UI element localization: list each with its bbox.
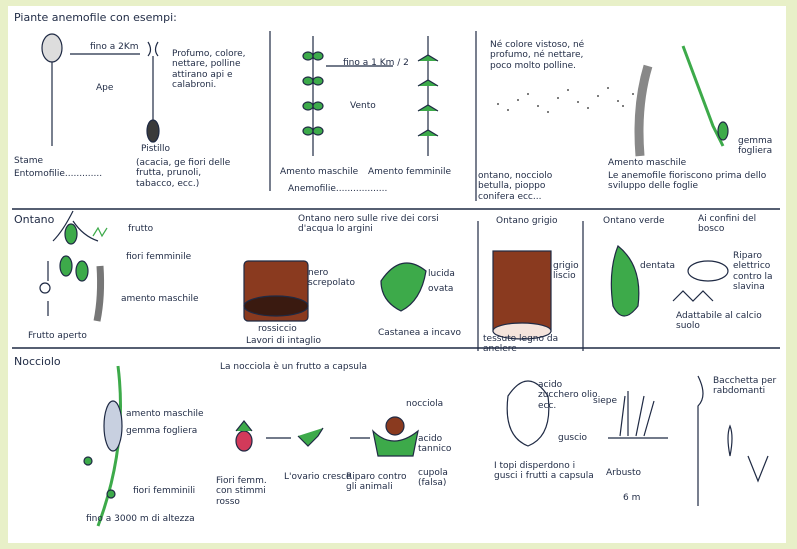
ovary-icon bbox=[298, 428, 323, 446]
attraction-note: Profumo, colore, nettare, polline attira… bbox=[172, 49, 262, 90]
illustrations bbox=[8, 6, 786, 543]
example-plants: (acacia, ge fiori delle frutta, prunoli,… bbox=[136, 158, 236, 189]
smooth-grey-label: grigio liscio bbox=[553, 261, 593, 282]
shrub-label: Arbusto bbox=[606, 468, 641, 478]
serrated-leaf-icon bbox=[611, 246, 639, 316]
hazel-branch-icon bbox=[84, 366, 122, 526]
black-alder-title: Ontano nero sulle rive dei corsi d'acqua… bbox=[298, 214, 448, 235]
tannic-label: acido tannico bbox=[418, 434, 463, 455]
male-catkin-label: Amento maschile bbox=[280, 167, 358, 177]
female-catkin-wind-icon bbox=[418, 36, 438, 156]
row1-title: Piante anemofile con esempi: bbox=[14, 12, 177, 25]
pistil-label: Pistillo bbox=[141, 144, 170, 154]
entomophily-label: Entomofilie............. bbox=[14, 169, 102, 179]
drawing-sheet: Piante anemofile con esempi: fino a 2Km … bbox=[8, 6, 786, 543]
anemophily-label: Anemofilie.................. bbox=[288, 184, 387, 194]
glossy-label: lucida bbox=[428, 269, 455, 279]
chestnut-shape-label: Castanea a incavo bbox=[378, 328, 461, 338]
female-flower-label: fiori femminile bbox=[126, 252, 191, 262]
boundary-label: Ai confini del bosco bbox=[698, 214, 778, 235]
alder-branch-icon bbox=[40, 211, 107, 321]
red-flower-icon bbox=[236, 421, 252, 451]
stamen-flower-icon bbox=[42, 34, 62, 146]
row3-title: Nocciolo bbox=[14, 356, 61, 369]
worked-label: Lavori di intaglio bbox=[246, 336, 321, 346]
cupule-label: cupola (falsa) bbox=[418, 468, 458, 489]
fruit-label: frutto bbox=[128, 224, 153, 234]
leaf-bud-label: gemma fogliera bbox=[126, 426, 197, 436]
female-catkin-label: Amento femminile bbox=[368, 167, 451, 177]
flowering-note: Le anemofile fioriscono prima dello svil… bbox=[608, 171, 778, 192]
ripe-fruit-label: Frutto aperto bbox=[28, 331, 87, 341]
male-catkin-wind-icon bbox=[303, 36, 323, 156]
serrated-label: dentata bbox=[640, 261, 675, 271]
no-attraction-note: Né colore vistoso, né profumo, né nettar… bbox=[490, 40, 585, 71]
bud-label: gemma fogliera bbox=[738, 136, 778, 157]
red-wood-label: tessuto legno da anelere bbox=[483, 334, 563, 355]
wind-label: Vento bbox=[350, 101, 376, 111]
hedges-label: siepe bbox=[593, 396, 617, 406]
nut-label: nocciola bbox=[406, 399, 443, 409]
hazel-rod-icon bbox=[698, 376, 703, 506]
pistil-icon bbox=[147, 42, 159, 142]
kernel-label: acido zucchero olio ecc. bbox=[538, 380, 598, 411]
male-catkin-label: amento maschile bbox=[126, 409, 204, 419]
ovary-label: L'ovario cresce bbox=[284, 472, 352, 482]
reddish-label: rossiccio bbox=[258, 324, 297, 334]
shrub-icon bbox=[608, 391, 668, 438]
female-flowers-label: fiori femminili bbox=[133, 486, 195, 496]
capsule-title: La nocciola è un frutto a capsula bbox=[220, 362, 370, 372]
male-catkin-hanging-icon bbox=[639, 46, 728, 156]
distance-label: fino a 1 Km / 2 bbox=[343, 58, 409, 68]
height-label: fino a 3000 m di altezza bbox=[86, 514, 195, 524]
male-catkin-label: Amento maschile bbox=[608, 158, 686, 168]
black-cracked-label: nero screpolato bbox=[308, 268, 368, 289]
grey-alder-title: Ontano grigio bbox=[496, 216, 558, 226]
height-m-label: 6 m bbox=[623, 493, 640, 503]
distance-label: fino a 2Km bbox=[90, 42, 139, 52]
adapts-label: Adattabile al calcio suolo bbox=[676, 311, 776, 332]
green-alder-title: Ontano verde bbox=[603, 216, 665, 226]
row2-title: Ontano bbox=[14, 214, 54, 227]
male-catkin-label: amento maschile bbox=[121, 294, 199, 304]
dowsing-fork-icon bbox=[748, 456, 768, 481]
bee-label: Ape bbox=[96, 83, 113, 93]
wand-label: Bacchetta per rabdomanti bbox=[713, 376, 781, 397]
blunt-label: ovata bbox=[428, 284, 453, 294]
hazelnut-icon bbox=[373, 417, 418, 456]
shell-label: guscio bbox=[558, 433, 587, 443]
protection-label: Riparo elettrico contro la slavina bbox=[733, 251, 783, 292]
stamen-label: Stame bbox=[14, 156, 43, 166]
shelter-label: Riparo contro gli animali bbox=[346, 472, 416, 493]
female-red-label: Fiori femm. con stimmi rosso bbox=[216, 476, 276, 507]
dispersers-label: I topi disperdono i gusci i frutti a cap… bbox=[494, 461, 594, 482]
anemophilous-trees: ontano, nocciolo betulla, pioppo conifer… bbox=[478, 171, 568, 202]
snow-slope-icon bbox=[673, 261, 728, 301]
grey-alder-bark-icon bbox=[493, 251, 551, 331]
round-leaf-icon bbox=[381, 263, 426, 311]
divining-rod-icon bbox=[728, 426, 732, 456]
pollen-cloud-icon bbox=[497, 83, 644, 113]
